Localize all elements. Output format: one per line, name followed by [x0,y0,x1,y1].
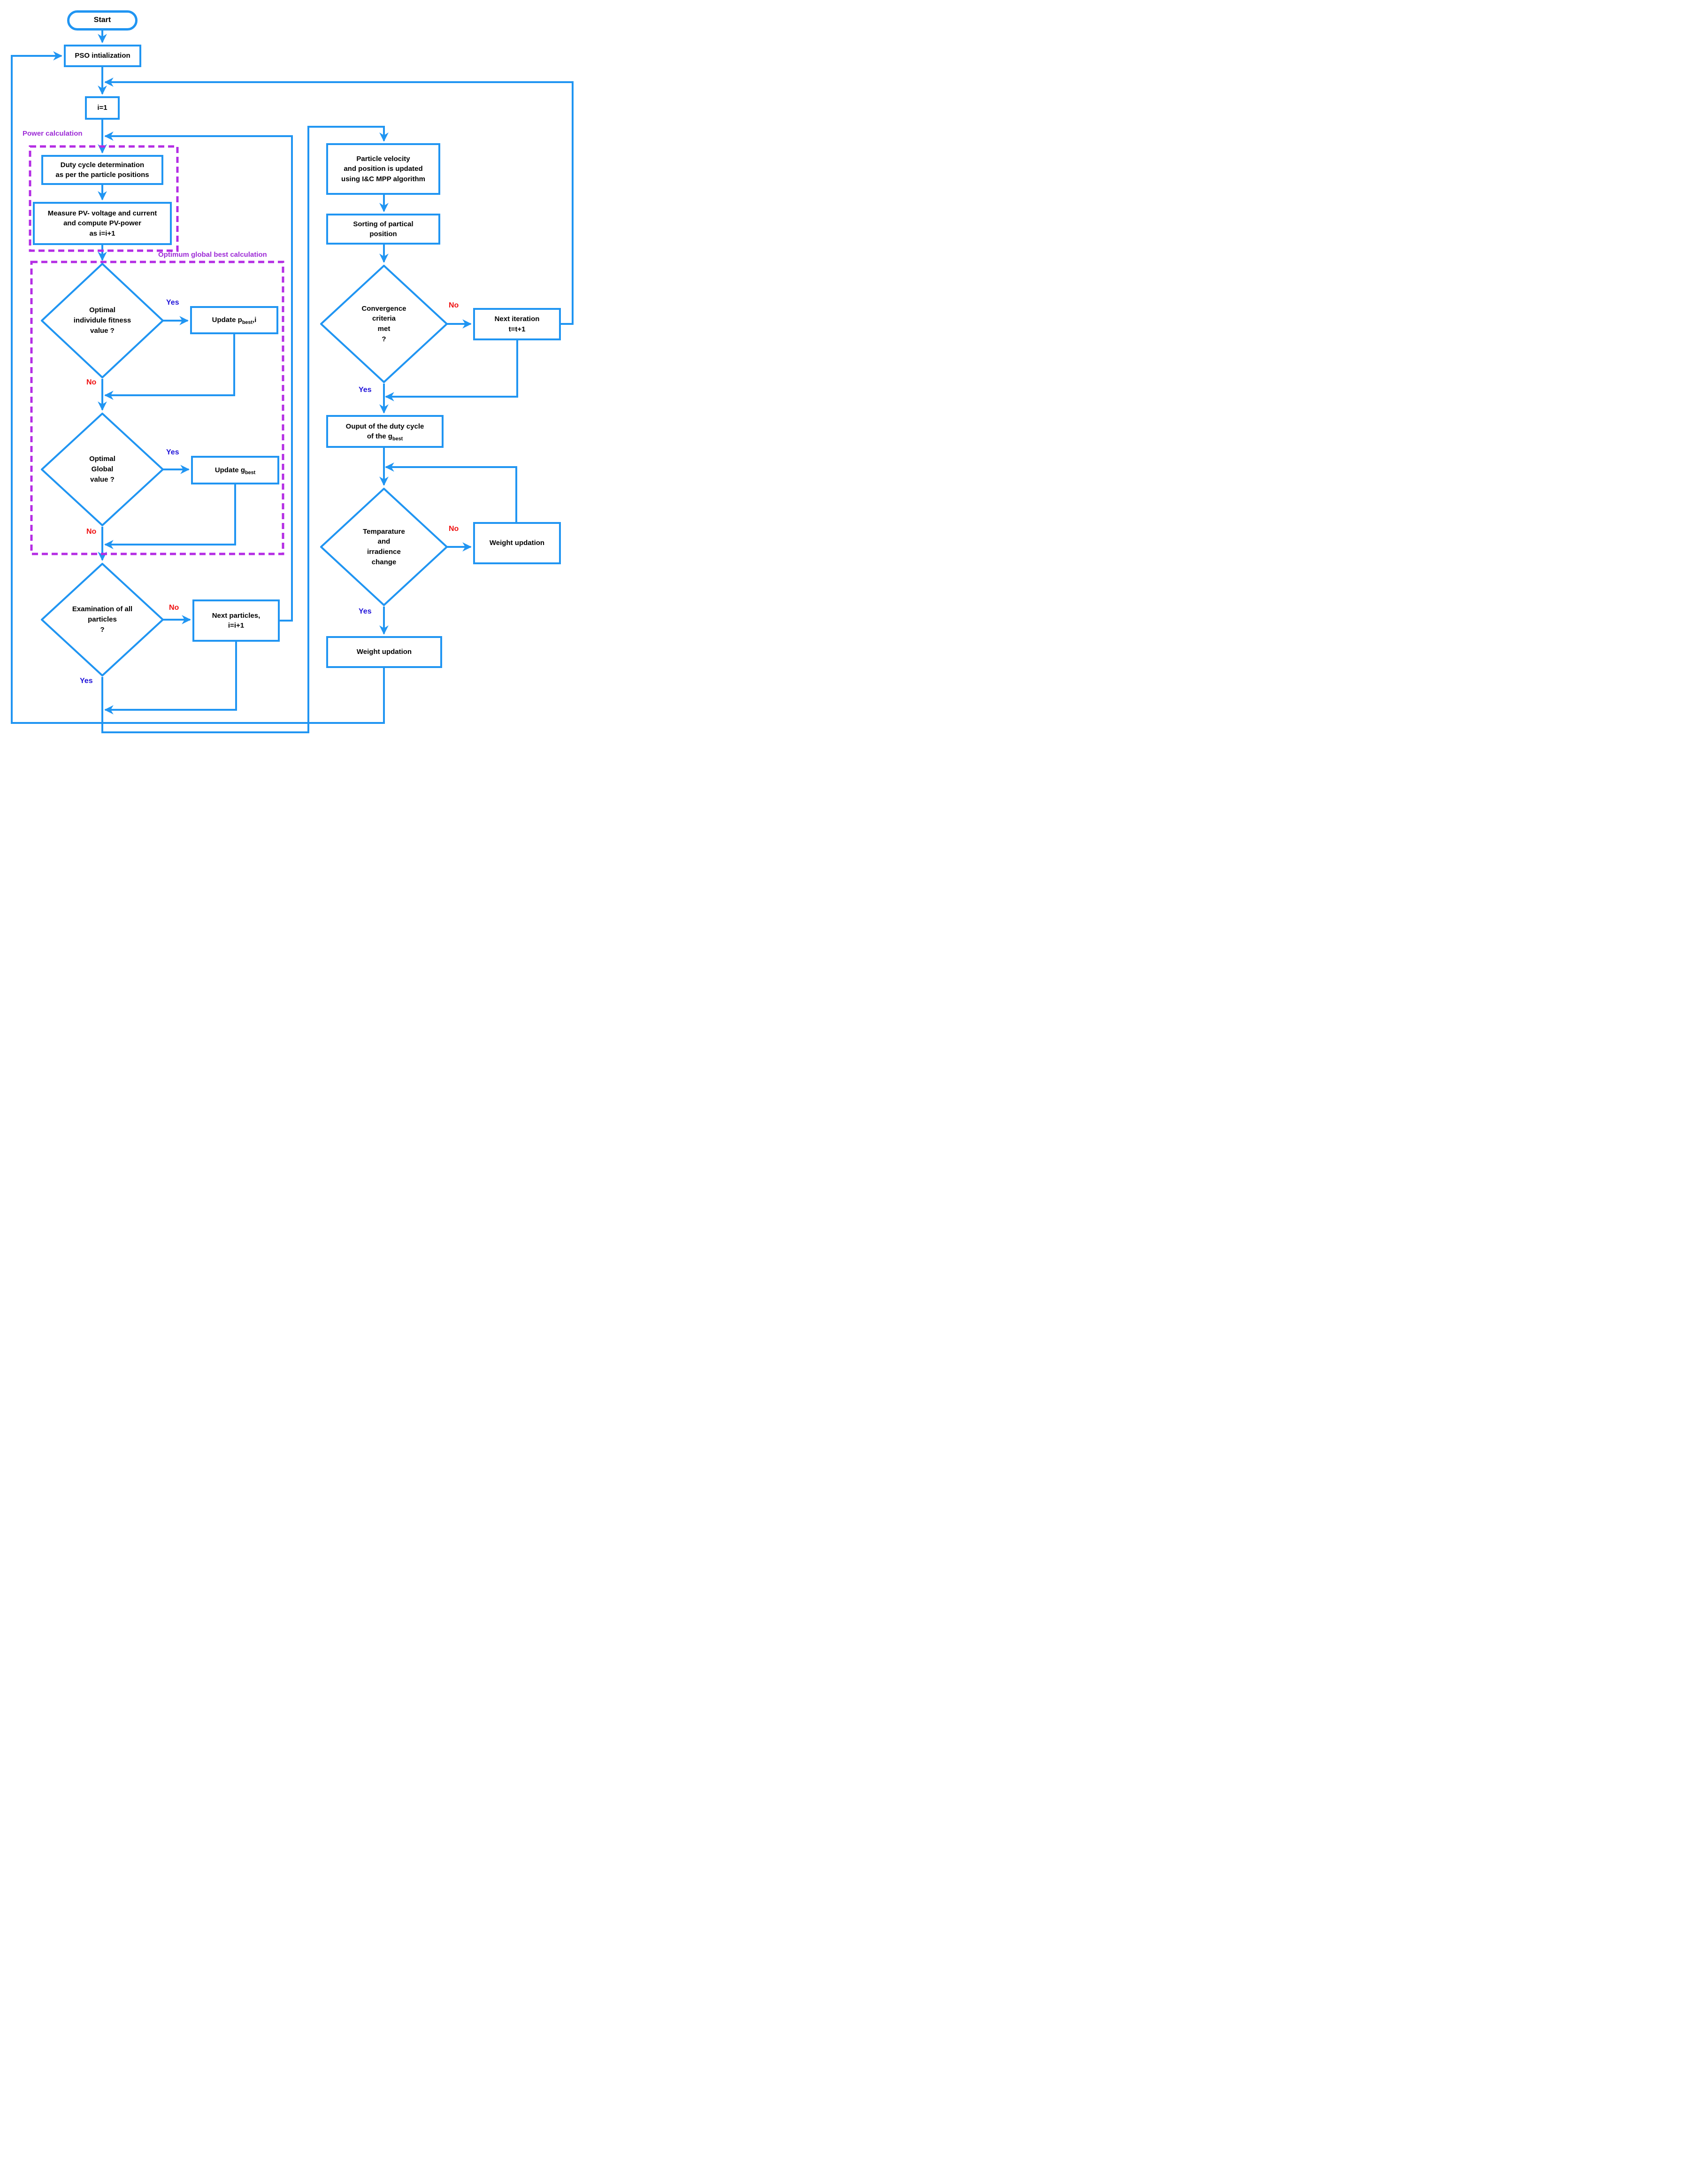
pso-initialization-node: PSO intialization [64,45,141,67]
optimal-individual-diamond-shape [41,263,164,378]
update-gbest-label: Update gbest [214,466,256,476]
start-node: Start [67,10,138,31]
optimal-global-diamond-shape [41,413,164,526]
convergence-diamond-shape [320,265,448,383]
yes-label-global: Yes [166,448,179,456]
update-pbest-label: Update pbest,i [212,316,257,326]
examination-diamond-shape [41,563,164,676]
edge-nextiteration-loop-to-i1 [104,77,574,325]
yes-label-temperature: Yes [359,607,372,615]
weight-updation-bottom-node: Weight updation [326,636,442,668]
optimal-individual-label: Optimal individule fitness value ? [73,306,131,335]
output-duty-line2: of the gbest [367,432,403,442]
optimal-individual-diamond: Optimal individule fitness value ? [40,262,164,379]
no-label-temperature: No [449,525,459,533]
output-duty-line1: Ouput of the duty cycle [345,422,424,430]
optimal-global-diamond: Optimal Global value ? [40,412,164,527]
edge-nextparticles-loop-to-powercalc [104,131,293,622]
edge-updategbest-loop [104,484,236,549]
no-label-individual: No [86,378,97,386]
next-particles-label: Next particles, i=i+1 [212,611,260,630]
weight-updation-bottom-label: Weight updation [356,648,412,656]
optimum-global-region-box [30,261,284,555]
weight-updation-right-node: Weight updation [473,522,561,564]
next-particles-node: Next particles, i=i+1 [192,599,280,642]
sorting-label: Sorting of partical position [353,220,414,238]
edge-weightright-loop [385,462,517,522]
power-calculation-region-box [29,145,179,252]
flowchart-canvas: Power calculation Optimum global best ca… [0,0,582,737]
next-iteration-label: Next iteration t=t+1 [494,315,540,333]
no-label-convergence: No [449,301,459,309]
power-calculation-region-label: Power calculation [23,130,83,138]
update-pbest-node: Update pbest,i [190,306,278,334]
examination-label: Examination of all particles ? [72,605,133,634]
edge-nextparticles-bottom-loop [104,642,237,714]
yes-label-examination: Yes [80,677,93,685]
measure-pv-node: Measure PV- voltage and current and comp… [33,202,172,245]
optimum-global-region-label: Optimum global best calculation [158,251,267,259]
output-duty-node: Ouput of the duty cycle of the gbest [326,415,444,448]
duty-cycle-label: Duty cycle determination as per the part… [55,161,149,179]
start-label: Start [93,16,111,24]
particle-velocity-node: Particle velocity and position is update… [326,143,440,195]
yes-label-convergence: Yes [359,386,372,394]
no-label-examination: No [169,604,179,612]
yes-label-individual: Yes [166,299,179,307]
optimal-global-label: Optimal Global value ? [89,455,115,484]
temperature-label: Temparature and irradience change [363,527,405,566]
temperature-diamond-shape [320,488,448,606]
connector-layer [11,31,574,733]
convergence-label: Convergence criteria met ? [361,304,406,343]
no-label-global: No [86,528,97,536]
examination-diamond: Examination of all particles ? [40,562,164,677]
duty-cycle-node: Duty cycle determination as per the part… [41,155,163,185]
next-iteration-node: Next iteration t=t+1 [473,308,561,340]
weight-updation-right-label: Weight updation [489,539,545,547]
i-init-node: i=1 [85,96,120,120]
temperature-diamond: Temparature and irradience change [320,487,448,607]
update-gbest-node: Update gbest [191,456,279,484]
convergence-diamond: Convergence criteria met ? [320,264,448,384]
pso-initialization-label: PSO intialization [75,52,130,60]
measure-pv-label: Measure PV- voltage and current and comp… [47,209,157,238]
edge-weightbottom-outer-loop-to-pso [11,51,385,724]
edge-nextiteration-bottom-loop [385,340,518,401]
sorting-node: Sorting of partical position [326,214,440,245]
particle-velocity-label: Particle velocity and position is update… [341,155,425,183]
i-init-label: i=1 [97,104,107,112]
edge-updatepbest-loop [104,334,235,400]
